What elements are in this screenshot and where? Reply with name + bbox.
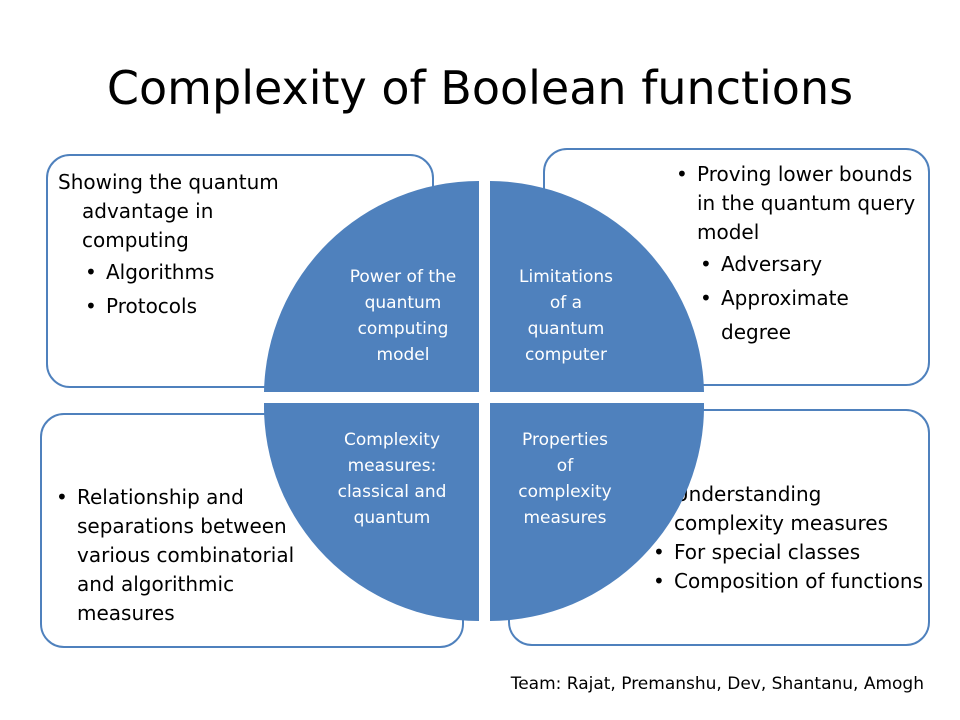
quadrant-label-line: Limitations	[519, 267, 613, 287]
box-bottom-left-list: Relationship and separations between var…	[53, 483, 323, 628]
box-top-left-heading: Showing the quantum advantage in computi…	[58, 170, 279, 252]
quadrant-label-line: quantum	[527, 319, 605, 339]
list-item: Protocols	[82, 289, 318, 323]
box-top-left-text: Showing the quantum advantage in computi…	[58, 168, 318, 323]
quadrant-label-line: complexity	[518, 482, 612, 502]
list-item: Algorithms	[82, 255, 318, 289]
team-credits: Team: Rajat, Premanshu, Dev, Shantanu, A…	[510, 674, 924, 694]
quadrant-label-line: Properties	[522, 430, 608, 450]
quadrant-label-line: of	[556, 456, 574, 476]
box-top-right-list: Proving lower bounds in the quantum quer…	[673, 160, 923, 247]
quadrant-label-line: classical and	[337, 482, 447, 502]
quadrant-label-line: measures:	[347, 456, 437, 476]
box-top-right-text: Proving lower bounds in the quantum quer…	[673, 160, 923, 349]
box-bottom-left-text: Relationship and separations between var…	[53, 483, 323, 628]
box-top-right-sublist: Adversary Approximate degree	[697, 247, 923, 349]
list-item: Approximate degree	[697, 281, 923, 349]
box-bottom-right-heading: Understanding complexity measures	[674, 482, 888, 535]
list-item: Adversary	[697, 247, 923, 281]
list-item: Relationship and separations between var…	[53, 483, 323, 628]
list-item: Composition of functions	[650, 567, 925, 596]
list-item: For special classes	[650, 538, 925, 567]
quadrant-top-left-label: Power of the quantum computing model	[328, 264, 478, 368]
quadrant-label-line: measures	[523, 508, 607, 528]
slide-title: Complexity of Boolean functions	[106, 61, 854, 115]
quadrant-label-line: model	[376, 345, 430, 365]
quadrant-label-line: quantum	[364, 293, 442, 313]
quadrant-label-line: computing	[357, 319, 449, 339]
box-bottom-right-list: For special classes Composition of funct…	[650, 538, 925, 596]
quadrant-label-line: Complexity	[343, 430, 440, 450]
quadrant-bottom-right-label: Properties of complexity measures	[490, 427, 640, 531]
quadrant-label-line: Power of the	[349, 267, 457, 287]
quadrant-bottom-left	[264, 403, 479, 621]
quadrant-label-line: of a	[549, 293, 583, 313]
box-top-right-heading: Proving lower bounds in the quantum quer…	[673, 160, 923, 247]
quadrant-label-line: quantum	[353, 508, 431, 528]
box-top-left-list: Algorithms Protocols	[82, 255, 318, 323]
quadrant-label-line: computer	[525, 345, 607, 365]
box-bottom-right-text: Understanding complexity measures For sp…	[650, 480, 925, 596]
quadrant-bottom-right	[490, 403, 704, 621]
quadrant-wheel	[264, 181, 704, 621]
quadrant-top-right	[490, 181, 704, 392]
quadrant-bottom-left-label: Complexity measures: classical and quant…	[317, 427, 467, 531]
quadrant-top-left	[264, 181, 479, 392]
quadrant-top-right-label: Limitations of a quantum computer	[491, 264, 641, 368]
